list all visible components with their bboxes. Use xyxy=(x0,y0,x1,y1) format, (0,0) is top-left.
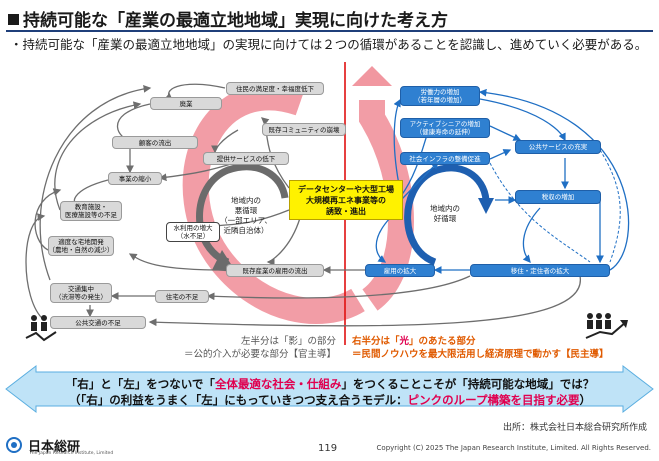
logo-subtitle: The Japan Research Institute, Limited xyxy=(29,451,114,456)
conn-b3 xyxy=(400,161,439,201)
box-residents-satisfaction: 住民の満足度・幸福度低下 xyxy=(226,82,324,95)
left-cycle-l3: （一部エリア、 xyxy=(220,216,272,225)
center-box-text: データセンターや大型工場大規模再エネ事業等の誘致・進出 xyxy=(298,184,394,217)
conn-g12 xyxy=(128,253,226,271)
box-employment: 雇用の拡大 xyxy=(365,264,435,277)
box-education-medical-l1: 教育施設・ xyxy=(74,203,108,211)
box-migration: 移住・定住者の拡大 xyxy=(470,264,610,277)
intro-text: ・持続可能な「産業の最適立地地域」の実現に向けては２つの循環があることを認識し、… xyxy=(10,37,648,52)
right-cycle-arrow xyxy=(404,164,490,266)
banner-l2c: ） xyxy=(579,393,591,407)
copyright: Copyright (C) 2025 The Japan Research In… xyxy=(376,444,651,452)
conn-b6 xyxy=(489,149,512,160)
box-service-decline: 提供サービスの低下 xyxy=(203,152,289,165)
page-title: 持続可能な「産業の最適立地地域」実現に向けた考え方 xyxy=(8,6,448,31)
conn-g19 xyxy=(54,101,142,211)
right-cycle-arrowhead xyxy=(478,198,494,214)
page-number: 119 xyxy=(318,443,338,454)
box-education-medical-l2: 医療施設等の不足 xyxy=(65,211,117,219)
box-customer-outflow: 顧客の流出 xyxy=(112,136,198,149)
conn-g13 xyxy=(206,275,471,301)
box-active-senior: アクティブシニアの増加（健康寿命の延伸） xyxy=(400,118,490,138)
box-labor-increase: 労働力の増加（若年層の増加） xyxy=(400,86,480,106)
right-note-l1a: 右半分は「 xyxy=(352,336,400,347)
right-note-l1b: 光 xyxy=(399,336,410,347)
right-cycle-l1: 地域内の xyxy=(430,204,460,213)
center-yellow-box: データセンターや大型工場大規模再エネ事業等の誘致・進出 xyxy=(289,180,403,220)
conn-g2 xyxy=(164,83,226,101)
right-note-l1c: 」のあたる部分 xyxy=(409,336,476,347)
title-bullet xyxy=(8,14,19,25)
conn-b-dashed2 xyxy=(599,149,621,263)
banner-text: 「右」と「左」をつないで「全体最適な社会・仕組み」をつくることこそが「持続可能な… xyxy=(40,376,620,408)
left-cycle-l1: 地域内の xyxy=(231,196,261,205)
conn-b5 xyxy=(489,125,522,141)
box-housing-dev-l2: （農地・自然の減少） xyxy=(48,246,114,254)
left-cycle-l2: 悪循環 xyxy=(234,206,258,215)
box-labor-l2: （若年層の増加） xyxy=(414,96,466,104)
conn-b8 xyxy=(522,207,541,263)
conn-g16 xyxy=(148,275,581,327)
left-note: 左半分は「影」の部分 ＝公的介入が必要な部分【官主導】 xyxy=(184,335,336,361)
left-cycle-label: 地域内の悪循環（一部エリア、近隣自治体） xyxy=(216,196,276,236)
box-water-use-l2: （水不足） xyxy=(176,232,210,240)
left-people-icon xyxy=(25,315,57,342)
company-logo-icon xyxy=(6,437,22,453)
box-water-use: 水利用の増大（水不足） xyxy=(166,222,220,242)
conn-g17 xyxy=(25,213,46,321)
banner-l1b: 全体最適な社会・仕組み xyxy=(214,377,342,391)
left-cycle-l4: 近隣自治体） xyxy=(223,226,269,235)
conn-b11 xyxy=(478,88,630,271)
box-housing-dev-l1: 適度な宅地開発 xyxy=(58,238,104,246)
pink-loop-arrowhead xyxy=(352,66,392,86)
conn-b4 xyxy=(479,98,566,142)
conn-g6 xyxy=(211,129,239,154)
banner-l2a: （「右」の利益をうまく「左」にもっていきつつ支え合うモデル： xyxy=(69,393,408,407)
box-housing-dev: 適度な宅地開発（農地・自然の減少） xyxy=(48,236,114,256)
box-public-service: 公共サービスの充実 xyxy=(515,140,601,154)
box-business-shrink: 事業の縮小 xyxy=(108,172,162,185)
box-infrastructure: 社会インフラの整備促進 xyxy=(400,152,490,165)
right-people-icon xyxy=(585,313,628,339)
box-existing-jobs: 既存産業の雇用の流出 xyxy=(226,264,324,277)
source-note: 出所：株式会社日本総合研究所作成 xyxy=(502,423,647,433)
banner-double-arrow xyxy=(5,364,654,414)
conn-g1 xyxy=(261,117,290,189)
box-haigyo: 廃業 xyxy=(150,97,222,110)
title-text: 持続可能な「産業の最適立地地域」実現に向けた考え方 xyxy=(23,11,448,31)
banner-l1c: 」をつくることこそが「持続可能な地域」では？ xyxy=(341,377,595,391)
left-note-l1: 左半分は「影」の部分 xyxy=(240,336,336,347)
box-active-senior-l2: （健康寿命の延伸） xyxy=(415,128,475,136)
banner-l1a: 「右」と「左」をつないで「 xyxy=(65,377,215,391)
box-traffic-l1: 交通集中 xyxy=(68,285,94,293)
box-community-collapse: 既存コミュニティの崩壊 xyxy=(262,123,346,136)
right-note: 右半分は「光」のあたる部分 ＝民間ノウハウを最大限活用し経済原理で動かす【民主導】 xyxy=(352,335,609,361)
center-box-l3: 誘致・進出 xyxy=(326,206,366,216)
box-labor-l1: 労働力の増加 xyxy=(420,88,460,96)
conn-g20 xyxy=(39,85,152,281)
right-note-l2: ＝民間ノウハウを最大限活用し経済原理で動かす【民主導】 xyxy=(352,349,609,360)
title-underline xyxy=(6,30,653,32)
conn-b1 xyxy=(393,98,401,191)
box-water-use-l1: 水利用の増大 xyxy=(173,224,213,232)
box-education-medical: 教育施設・医療施設等の不足 xyxy=(60,201,122,221)
conn-g3 xyxy=(116,103,151,144)
box-traffic-l2: （渋滞等の発生） xyxy=(55,293,107,301)
box-active-senior-l1: アクティブシニアの増加 xyxy=(409,120,481,128)
logo-name: 日本総研 xyxy=(28,440,81,455)
center-box-l2: 大規模再エネ事業等の xyxy=(306,195,386,205)
right-cycle-label: 地域内の好循環 xyxy=(420,204,470,224)
box-tax-revenue: 税収の増加 xyxy=(515,190,601,204)
right-cycle-l2: 好循環 xyxy=(433,214,457,223)
banner-l2b: ピンクのループ構築を目指す必要 xyxy=(407,393,580,407)
conn-g18 xyxy=(34,188,62,251)
conn-b-dashed1 xyxy=(489,162,591,263)
box-public-transport: 公共交通の不足 xyxy=(50,316,146,329)
conn-b10 xyxy=(375,217,391,263)
center-box-l1: データセンターや大型工場 xyxy=(298,184,394,194)
left-note-l2: ＝公的介入が必要な部分【官主導】 xyxy=(183,349,336,360)
conn-g10 xyxy=(266,217,301,266)
box-housing-shortage: 住宅の不足 xyxy=(155,290,209,303)
box-traffic: 交通集中（渋滞等の発生） xyxy=(50,283,112,303)
